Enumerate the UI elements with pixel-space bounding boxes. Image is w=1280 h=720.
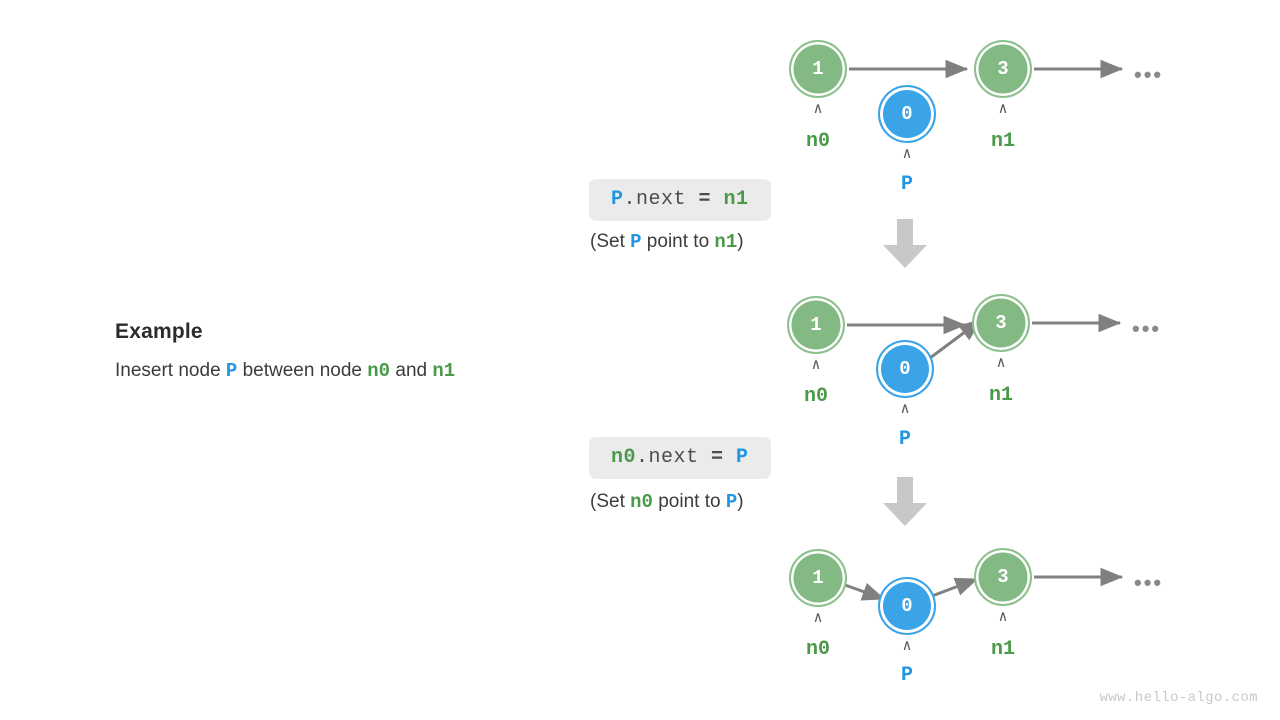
tail-ellipsis: ••• bbox=[1134, 62, 1164, 87]
node-n1: 3 bbox=[972, 294, 1030, 352]
caption-mid: point to bbox=[641, 231, 715, 252]
explanation-prefix: Inesert node bbox=[115, 360, 226, 381]
label-p: P bbox=[898, 428, 911, 451]
caption-subject: P bbox=[630, 231, 642, 253]
token-n1: n1 bbox=[432, 360, 456, 382]
caption-open: (Set bbox=[590, 231, 631, 252]
code-value: n1 bbox=[723, 188, 749, 211]
code-target: n0 bbox=[611, 446, 637, 469]
code-value: P bbox=[736, 446, 749, 469]
caption-set-p-to-n1: (Set P point to n1) bbox=[590, 231, 744, 253]
caret-n0: ∧ bbox=[813, 99, 823, 117]
code-equals: = bbox=[698, 446, 737, 469]
code-target: P bbox=[611, 188, 624, 211]
node-n1: 3 bbox=[974, 40, 1032, 98]
label-n0: n0 bbox=[805, 638, 830, 661]
label-n1: n1 bbox=[988, 384, 1013, 407]
explanation-mid: between node bbox=[237, 360, 368, 381]
caret-n1: ∧ bbox=[996, 353, 1006, 371]
caret-p: ∧ bbox=[900, 399, 910, 417]
down-arrow-icon-1 bbox=[883, 219, 927, 268]
token-p: P bbox=[225, 360, 238, 382]
explanation-block: Example Inesert node P between node n0 a… bbox=[115, 320, 555, 382]
down-arrow-icon-2 bbox=[883, 477, 927, 526]
caption-close: ) bbox=[737, 231, 744, 252]
node-n0: 1 bbox=[789, 549, 847, 607]
caret-n1: ∧ bbox=[998, 99, 1008, 117]
caret-n0: ∧ bbox=[811, 355, 821, 373]
caption-set-n0-to-p: (Set n0 point to P) bbox=[590, 491, 744, 513]
tail-ellipsis: ••• bbox=[1134, 570, 1164, 595]
label-p: P bbox=[900, 664, 913, 687]
page-title: Example bbox=[115, 320, 203, 343]
caption-close: ) bbox=[737, 491, 744, 512]
label-p: P bbox=[900, 173, 913, 196]
caption-open: (Set bbox=[590, 491, 631, 512]
code-field: .next bbox=[623, 188, 687, 211]
node-n0: 1 bbox=[787, 296, 845, 354]
watermark: www.hello-algo.com bbox=[1099, 690, 1258, 706]
node-p: 0 bbox=[878, 85, 936, 143]
arrow-p-to-n1-step3 bbox=[931, 577, 979, 598]
node-n1: 3 bbox=[974, 548, 1032, 606]
code-equals: = bbox=[686, 188, 724, 211]
caret-p: ∧ bbox=[902, 144, 912, 162]
caption-subject: n0 bbox=[630, 491, 653, 513]
caption-mid: point to bbox=[652, 491, 726, 512]
code-chip-p-next-n1: P.next = n1 bbox=[589, 179, 771, 221]
node-p: 0 bbox=[876, 340, 934, 398]
arrow-n0-to-p-step3 bbox=[844, 582, 886, 601]
caption-object: P bbox=[725, 491, 738, 513]
caret-n1: ∧ bbox=[998, 607, 1008, 625]
node-p: 0 bbox=[878, 577, 936, 635]
caption-object: n1 bbox=[714, 231, 738, 253]
node-n0: 1 bbox=[789, 40, 847, 98]
label-n0: n0 bbox=[805, 130, 830, 153]
code-field: .next bbox=[636, 446, 699, 469]
label-n1: n1 bbox=[990, 638, 1015, 661]
label-n1: n1 bbox=[990, 130, 1015, 153]
label-n0: n0 bbox=[803, 385, 828, 408]
explanation-sentence: Inesert node P between node n0 and n1 bbox=[115, 360, 555, 382]
token-n0: n0 bbox=[367, 360, 391, 382]
code-chip-n0-next-p: n0.next = P bbox=[589, 437, 771, 479]
tail-ellipsis: ••• bbox=[1132, 316, 1162, 341]
caret-n0: ∧ bbox=[813, 608, 823, 626]
caret-p: ∧ bbox=[902, 636, 912, 654]
explanation-and: and bbox=[390, 360, 433, 381]
